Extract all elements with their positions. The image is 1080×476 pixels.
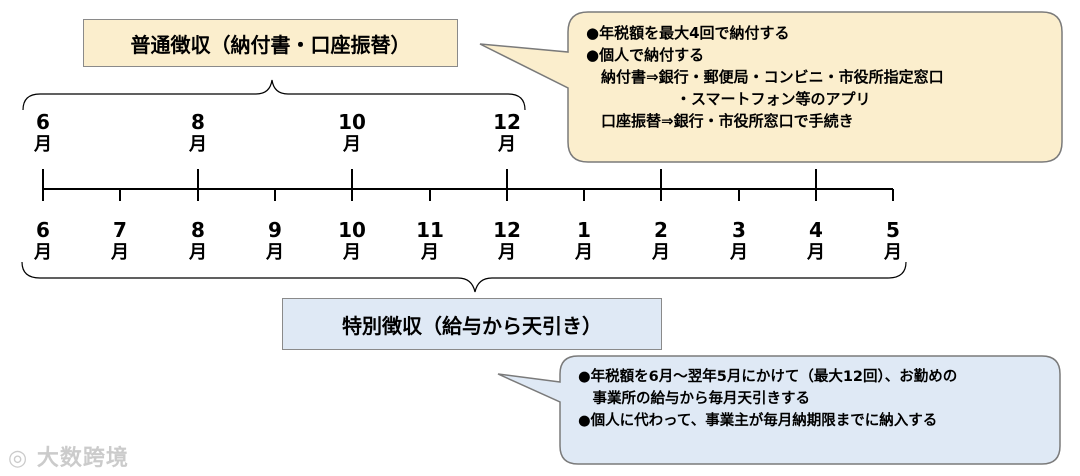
month-unit: 月 bbox=[421, 242, 439, 263]
month-number: 3 bbox=[732, 218, 746, 242]
special-collection-box: 特別徴収（給与から天引き） bbox=[282, 298, 662, 350]
special-collection-title: 特別徴収（給与から天引き） bbox=[342, 313, 602, 338]
callout-bottom-line: 事業所の給与から毎月天引きする bbox=[578, 391, 810, 407]
callout-top-bubble bbox=[479, 11, 1063, 163]
month-unit: 月 bbox=[189, 134, 207, 155]
month-number: 6 bbox=[36, 110, 50, 134]
callout-top-line: ・スマートフォン等のアプリ bbox=[586, 90, 871, 108]
month-number: 8 bbox=[191, 110, 205, 134]
month-unit: 月 bbox=[652, 242, 670, 263]
callout-top-text: ●年税額を最大4回で納付する ●個人で納付する 納付書⇒銀行・郵便局・コンビニ・… bbox=[586, 22, 944, 132]
callout-top-line: ●年税額を最大4回で納付する bbox=[586, 24, 790, 42]
month-unit: 月 bbox=[575, 242, 593, 263]
callout-bottom-line: ●個人に代わって、事業主が毎月納期限までに納入する bbox=[578, 413, 938, 429]
month-number: 5 bbox=[886, 218, 900, 242]
upper-brace bbox=[22, 79, 526, 111]
callout-bottom-bubble bbox=[497, 355, 1061, 465]
ordinary-collection-title: 普通徴収（納付書・口座振替） bbox=[130, 32, 411, 57]
month-number: 6 bbox=[36, 218, 50, 242]
month-number: 7 bbox=[113, 218, 127, 242]
month-number: 4 bbox=[809, 218, 823, 242]
month-number: 9 bbox=[268, 218, 282, 242]
month-unit: 月 bbox=[730, 242, 748, 263]
lower-brace bbox=[21, 261, 907, 293]
month-number: 10 bbox=[338, 218, 366, 242]
month-unit: 月 bbox=[111, 242, 129, 263]
month-unit: 月 bbox=[884, 242, 902, 263]
month-unit: 月 bbox=[498, 134, 516, 155]
month-number: 12 bbox=[493, 110, 521, 134]
month-number: 10 bbox=[338, 110, 366, 134]
month-unit: 月 bbox=[343, 242, 361, 263]
timeline bbox=[42, 169, 894, 201]
month-number: 12 bbox=[493, 218, 521, 242]
month-number: 1 bbox=[577, 218, 591, 242]
callout-top-line: ●個人で納付する bbox=[586, 46, 705, 64]
month-number: 11 bbox=[416, 218, 444, 242]
callout-top-line: 納付書⇒銀行・郵便局・コンビニ・市役所指定窓口 bbox=[586, 68, 944, 86]
month-unit: 月 bbox=[34, 242, 52, 263]
watermark: ◎ 大数跨境 bbox=[8, 440, 129, 472]
month-number: 2 bbox=[654, 218, 668, 242]
callout-top-line: 口座振替⇒銀行・市役所窓口で手続き bbox=[586, 112, 854, 130]
month-unit: 月 bbox=[343, 134, 361, 155]
month-unit: 月 bbox=[34, 134, 52, 155]
month-unit: 月 bbox=[498, 242, 516, 263]
month-unit: 月 bbox=[807, 242, 825, 263]
month-unit: 月 bbox=[266, 242, 284, 263]
watermark-logo-icon: ◎ bbox=[8, 446, 29, 471]
month-number: 8 bbox=[191, 218, 205, 242]
ordinary-collection-box: 普通徴収（納付書・口座振替） bbox=[83, 19, 458, 67]
callout-bottom-line: ●年税額を6月～翌年5月にかけて（最大12回）、お勤めの bbox=[578, 369, 958, 385]
watermark-text: 大数跨境 bbox=[36, 446, 129, 471]
callout-bottom-text: ●年税額を6月～翌年5月にかけて（最大12回）、お勤めの 事業所の給与から毎月天… bbox=[578, 366, 957, 432]
month-unit: 月 bbox=[189, 242, 207, 263]
